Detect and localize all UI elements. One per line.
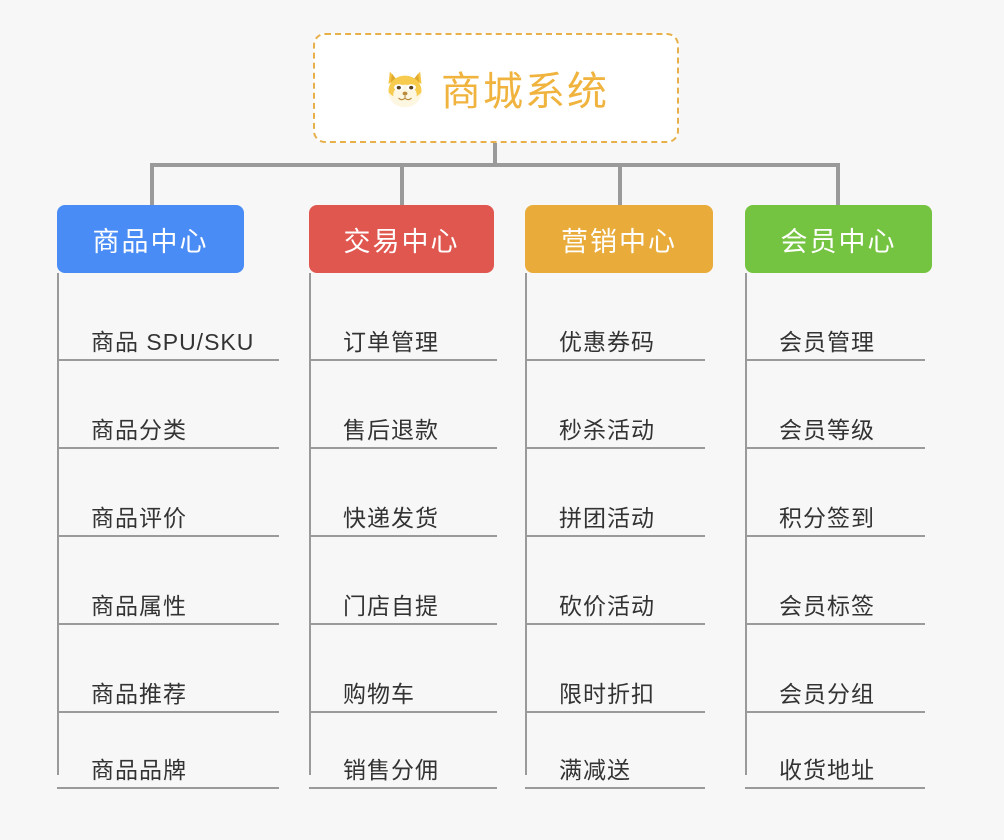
leaf-item[interactable]: 商品评价 — [57, 449, 279, 537]
leaf-item[interactable]: 订单管理 — [309, 273, 497, 361]
leaf-item[interactable]: 积分签到 — [745, 449, 925, 537]
column-spine — [745, 273, 747, 775]
category-label: 会员中心 — [780, 226, 897, 257]
leaf-item-label: 商品品牌 — [91, 756, 187, 783]
leaf-item-label: 积分签到 — [779, 504, 875, 531]
leaf-item[interactable]: 收货地址 — [745, 713, 925, 789]
leaf-item-label: 收货地址 — [779, 756, 875, 783]
connector-drop-1 — [150, 163, 154, 209]
leaf-item[interactable]: 销售分佣 — [309, 713, 497, 789]
leaf-item-label: 商品评价 — [91, 504, 187, 531]
connector-drop-2 — [400, 163, 404, 209]
leaf-item-label: 商品推荐 — [91, 680, 187, 707]
leaf-item-label: 商品 SPU/SKU — [91, 328, 255, 355]
leaf-item-label: 会员标签 — [779, 592, 875, 619]
category-box-1[interactable]: 商品中心 — [57, 205, 244, 273]
leaf-item-label: 门店自提 — [343, 592, 439, 619]
leaf-item[interactable]: 门店自提 — [309, 537, 497, 625]
leaf-list: 商品 SPU/SKU 商品分类商品评价商品属性商品推荐商品品牌 — [57, 273, 279, 789]
column-spine — [57, 273, 59, 775]
leaf-item-label: 限时折扣 — [559, 680, 655, 707]
category-box-3[interactable]: 营销中心 — [525, 205, 713, 273]
leaf-item[interactable]: 会员管理 — [745, 273, 925, 361]
leaf-item[interactable]: 砍价活动 — [525, 537, 705, 625]
leaf-item[interactable]: 优惠券码 — [525, 273, 705, 361]
leaf-item-label: 优惠券码 — [559, 328, 655, 355]
category-box-4[interactable]: 会员中心 — [745, 205, 932, 273]
leaf-list: 会员管理会员等级积分签到会员标签会员分组收货地址 — [745, 273, 932, 789]
category-label: 营销中心 — [561, 226, 677, 257]
category-column-1: 商品中心商品 SPU/SKU 商品分类商品评价商品属性商品推荐商品品牌 — [57, 205, 279, 789]
leaf-item[interactable]: 商品推荐 — [57, 625, 279, 713]
leaf-item[interactable]: 会员等级 — [745, 361, 925, 449]
connector-stem — [493, 143, 497, 165]
leaf-item[interactable]: 拼团活动 — [525, 449, 705, 537]
category-label: 商品中心 — [92, 226, 209, 257]
leaf-item[interactable]: 商品 SPU/SKU — [57, 273, 279, 361]
category-box-2[interactable]: 交易中心 — [309, 205, 494, 273]
leaf-item-label: 售后退款 — [343, 416, 439, 443]
leaf-item[interactable]: 会员分组 — [745, 625, 925, 713]
leaf-item[interactable]: 秒杀活动 — [525, 361, 705, 449]
leaf-item-label: 秒杀活动 — [559, 416, 655, 443]
leaf-item[interactable]: 满减送 — [525, 713, 705, 789]
leaf-item[interactable]: 商品属性 — [57, 537, 279, 625]
leaf-item[interactable]: 购物车 — [309, 625, 497, 713]
leaf-item[interactable]: 售后退款 — [309, 361, 497, 449]
root-title: 商城系统 — [441, 70, 609, 114]
leaf-item-label: 商品属性 — [91, 592, 187, 619]
leaf-list: 订单管理售后退款快递发货门店自提购物车销售分佣 — [309, 273, 497, 789]
category-column-3: 营销中心优惠券码秒杀活动拼团活动砍价活动限时折扣满减送 — [525, 205, 713, 789]
column-spine — [309, 273, 311, 775]
leaf-item-label: 会员等级 — [779, 416, 875, 443]
connector-bar — [150, 163, 840, 167]
leaf-item-label: 快递发货 — [343, 504, 439, 531]
leaf-item[interactable]: 会员标签 — [745, 537, 925, 625]
leaf-item[interactable]: 商品品牌 — [57, 713, 279, 789]
leaf-item-label: 商品分类 — [91, 416, 187, 443]
column-spine — [525, 273, 527, 775]
category-column-4: 会员中心会员管理会员等级积分签到会员标签会员分组收货地址 — [745, 205, 932, 789]
leaf-item-label: 会员管理 — [779, 328, 875, 355]
leaf-item-label: 会员分组 — [779, 680, 875, 707]
leaf-item[interactable]: 限时折扣 — [525, 625, 705, 713]
leaf-item[interactable]: 快递发货 — [309, 449, 497, 537]
leaf-item-label: 订单管理 — [343, 328, 439, 355]
shiba-dog-face-icon — [383, 66, 427, 110]
category-column-2: 交易中心订单管理售后退款快递发货门店自提购物车销售分佣 — [309, 205, 497, 789]
connector-drop-4 — [836, 163, 840, 209]
connector-drop-3 — [618, 163, 622, 209]
leaf-list: 优惠券码秒杀活动拼团活动砍价活动限时折扣满减送 — [525, 273, 713, 789]
leaf-item-label: 购物车 — [343, 680, 415, 707]
root-node[interactable]: 商城系统 — [313, 33, 679, 143]
leaf-item-label: 销售分佣 — [343, 756, 439, 783]
category-label: 交易中心 — [343, 226, 460, 257]
leaf-item[interactable]: 商品分类 — [57, 361, 279, 449]
leaf-item-label: 拼团活动 — [559, 504, 655, 531]
leaf-item-label: 砍价活动 — [559, 592, 655, 619]
leaf-item-label: 满减送 — [559, 756, 631, 783]
